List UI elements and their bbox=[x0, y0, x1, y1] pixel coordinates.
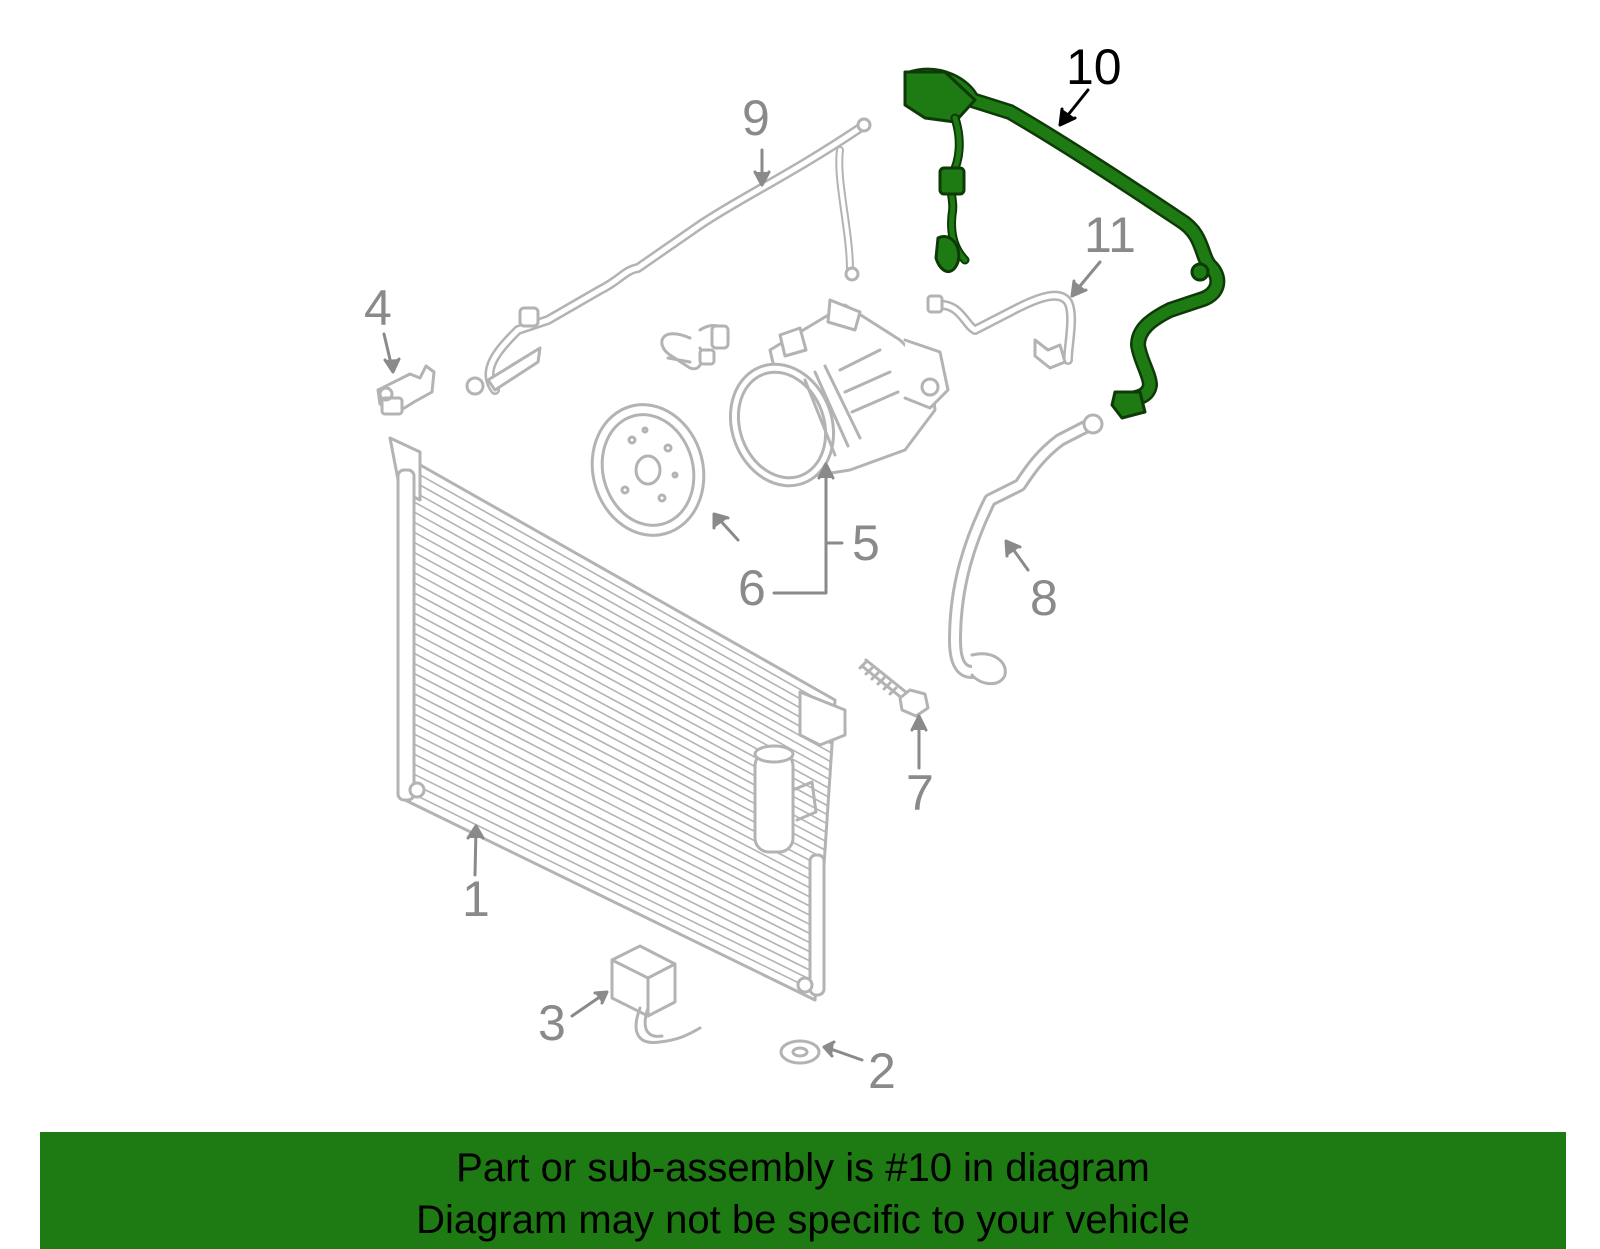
callout-10: 10 bbox=[1066, 39, 1122, 95]
condenser-fin bbox=[407, 679, 823, 895]
condenser-fin bbox=[404, 779, 817, 984]
banner-line-part-number: Part or sub-assembly is #10 in diagram bbox=[456, 1146, 1150, 1190]
condenser-fin bbox=[406, 719, 821, 931]
condenser-fin bbox=[407, 689, 823, 904]
condenser-fin bbox=[406, 709, 822, 922]
callout-1: 1 bbox=[462, 871, 490, 927]
callout-2: 2 bbox=[868, 1043, 896, 1099]
part-2-washer bbox=[779, 1039, 821, 1065]
condenser-fin bbox=[406, 729, 820, 940]
banner-line-disclaimer: Diagram may not be specific to your vehi… bbox=[416, 1198, 1190, 1242]
condenser-fin bbox=[412, 510, 833, 745]
condenser-fin bbox=[413, 491, 835, 728]
condenser-fin bbox=[411, 550, 831, 781]
callout-4: 4 bbox=[364, 280, 392, 336]
part-5-compressor bbox=[728, 298, 950, 488]
condenser-fin bbox=[412, 530, 832, 763]
callout-5: 5 bbox=[852, 515, 880, 571]
part-3-sensor bbox=[610, 944, 702, 1045]
condenser-fin bbox=[411, 540, 832, 772]
part-9-liquid-line bbox=[465, 117, 872, 396]
condenser-fin bbox=[405, 769, 818, 975]
part-7-bolt bbox=[858, 658, 930, 718]
condenser-fin bbox=[413, 471, 836, 710]
condenser-fin bbox=[404, 789, 817, 992]
part-1-condenser bbox=[388, 436, 847, 1002]
condenser-fin bbox=[407, 699, 822, 913]
part-4-pressure-switch bbox=[376, 364, 436, 416]
callout-3: 3 bbox=[538, 995, 566, 1051]
part-8-hose bbox=[948, 413, 1104, 686]
condenser-fin bbox=[412, 520, 833, 754]
callout-9: 9 bbox=[742, 90, 770, 146]
part-10-ac-line-highlighted bbox=[903, 67, 1226, 420]
condenser-fin bbox=[405, 749, 819, 957]
callout-11: 11 bbox=[1084, 207, 1136, 263]
part-11-suction-line bbox=[926, 290, 1077, 370]
callout-6: 6 bbox=[738, 560, 766, 616]
callout-8: 8 bbox=[1030, 570, 1058, 626]
leader-line-10 bbox=[1058, 88, 1090, 127]
leader-lines bbox=[382, 148, 1102, 1062]
condenser-fin bbox=[413, 481, 835, 719]
condenser-fin bbox=[408, 669, 824, 887]
disclaimer-banner: Part or sub-assembly is #10 in diagram D… bbox=[40, 1132, 1566, 1249]
condenser-fin bbox=[405, 739, 820, 948]
condenser-fin bbox=[413, 500, 834, 737]
part-6-clutch-pulley bbox=[590, 324, 730, 537]
callout-7: 7 bbox=[906, 765, 934, 821]
callout-labels: 1 2 3 4 5 6 7 8 9 10 11 bbox=[364, 39, 1136, 1099]
condenser-fin bbox=[405, 759, 819, 966]
